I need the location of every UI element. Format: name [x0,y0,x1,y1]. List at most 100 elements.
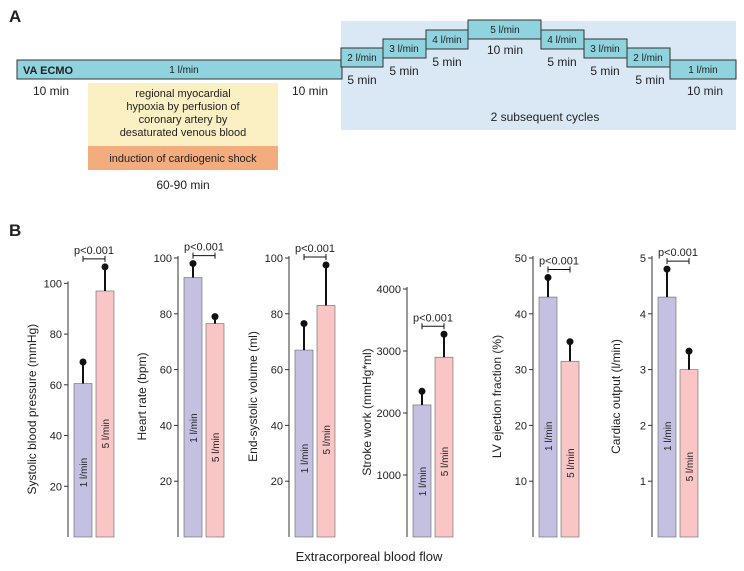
y-tick-label: 80 [271,309,283,321]
y-tick-label: 3000 [377,346,401,358]
p-value-label: p<0.001 [184,242,224,254]
y-axis-title: Systolic blood pressure (mmHg) [25,324,39,495]
flow-steps: 2 l/min 5 min 3 l/min 5 min 4 l/min 5 mi… [340,19,737,98]
flow-step-label: 1 l/min [688,65,717,76]
hypoxia-line: desaturated venous blood [120,127,247,139]
post-duration-label: 10 min [292,84,328,98]
y-tick-label: 3 [640,365,646,377]
shock-label: induction of cardiogenic shock [109,153,257,165]
step-duration-label: 5 min [347,73,376,87]
cycles-label: 2 subsequent cycles [491,110,600,124]
hypoxia-box [88,83,278,146]
error-bar-cap [440,330,448,338]
p-value-label: p<0.001 [413,312,453,324]
y-tick-label: 2 [640,420,646,432]
x-axis-caption: Extracorporeal blood flow [296,549,443,564]
y-tick-label: 20 [271,476,283,488]
baseline-flow-bar [16,59,343,80]
flow-step-label: 2 l/min [633,53,662,64]
y-tick-label: 1 [640,476,646,488]
bar-label: 5 l/min [101,419,112,448]
y-tick-label: 80 [160,309,172,321]
error-bar-cap [566,338,574,346]
p-value-label: p<0.001 [658,247,698,259]
y-tick-label: 4 [640,309,646,321]
bar [657,296,677,538]
y-tick-label: 60 [160,365,172,377]
y-tick-label: 40 [50,431,62,443]
p-value-label: p<0.001 [539,256,579,268]
step-duration-label: 5 min [635,73,664,87]
y-tick-label: 20 [515,420,527,432]
y-tick-label: 20 [50,481,62,493]
error-bar-cap [663,265,671,273]
step-duration-label: 5 min [432,55,461,69]
bar-label: 1 l/min [79,458,90,487]
y-tick-label: 80 [50,329,62,341]
bar [95,290,115,538]
flow-step [669,59,737,80]
y-tick-label: 60 [271,365,283,377]
shock-duration-label: 60-90 min [156,178,209,192]
bar-label: 1 l/min [189,413,200,442]
bar [183,277,203,538]
error-bar-cap [300,320,308,328]
bar-label: 5 l/min [566,448,577,477]
pre-duration-label: 10 min [33,84,69,98]
bar-label: 1 l/min [663,421,674,450]
bar-label: 5 l/min [440,447,451,476]
bar-label: 5 l/min [211,433,222,462]
bar-label: 1 l/min [418,467,429,496]
error-bar-cap [418,387,426,395]
y-tick-label: 100 [154,253,172,265]
y-tick-label: 10 [515,476,527,488]
error-bar-cap [79,358,87,366]
step-duration-label: 5 min [547,55,576,69]
step-duration-label: 10 min [687,84,723,98]
bar-label: 5 l/min [685,452,696,481]
flow-step-label: 4 l/min [432,35,461,46]
panel-a: A VA ECMO 1 l/min 10 min 10 min regional… [9,7,737,192]
bar-label: 5 l/min [322,425,333,454]
y-tick-label: 20 [160,476,172,488]
y-tick-label: 5 [640,253,646,265]
hypoxia-line: regional myocardial [135,88,230,100]
flow-step-label: 4 l/min [547,35,576,46]
bar [294,349,314,538]
p-value-label: p<0.001 [295,243,335,255]
flow-step-label: 5 l/min [490,25,519,36]
y-tick-label: 60 [50,380,62,392]
y-tick-label: 50 [515,253,527,265]
flow-step-label: 2 l/min [347,53,376,64]
y-tick-label: 100 [265,253,283,265]
chart-5: 10 20 30 40 50 LV ejection fraction (%) 1 l/mi… [490,253,580,538]
y-tick-label: 40 [160,420,172,432]
bar-label: 1 l/min [544,421,555,450]
error-bar-cap [189,260,197,268]
error-bar-cap [101,263,109,271]
shock-box [88,146,278,170]
p-value-label: p<0.001 [74,245,114,257]
baseline-flow-label: 1 l/min [169,65,198,76]
hypoxia-line: hypoxia by perfusion of [126,101,240,113]
y-tick-label: 30 [515,365,527,377]
flow-step [626,47,671,68]
error-bar-cap [685,347,693,355]
y-axis-title: LV ejection fraction (%) [490,335,504,458]
y-tick-label: 40 [515,309,527,321]
y-axis-title: End-systolic volume (ml) [246,331,260,462]
panel-b-letter: B [9,221,21,240]
y-axis-title: Stroke work (mmHg*ml) [360,348,374,475]
error-bar-cap [544,274,552,282]
error-bar-cap [211,313,219,321]
y-tick-label: 4000 [377,284,401,296]
panel-a-letter: A [9,7,21,26]
